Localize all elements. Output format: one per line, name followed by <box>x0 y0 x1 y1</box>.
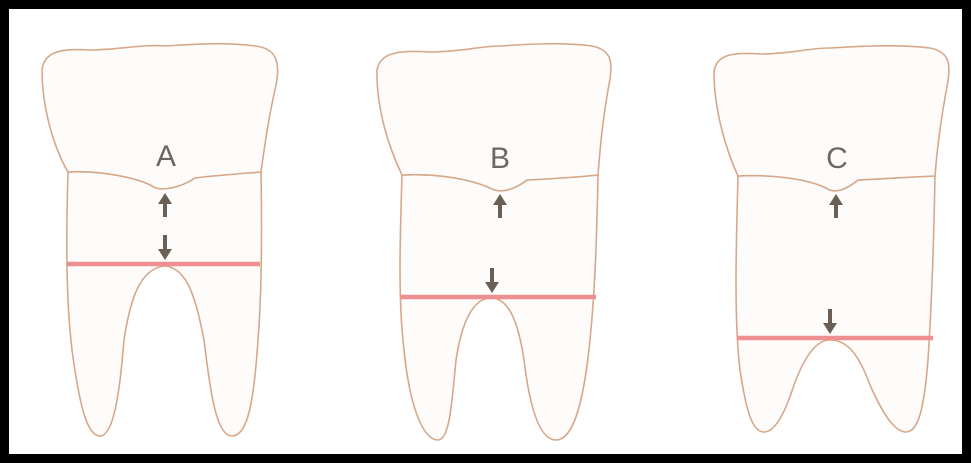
tooth-b-label: B <box>490 142 510 175</box>
tooth-c-label: C <box>826 142 848 175</box>
tooth-a-label: A <box>156 140 176 173</box>
